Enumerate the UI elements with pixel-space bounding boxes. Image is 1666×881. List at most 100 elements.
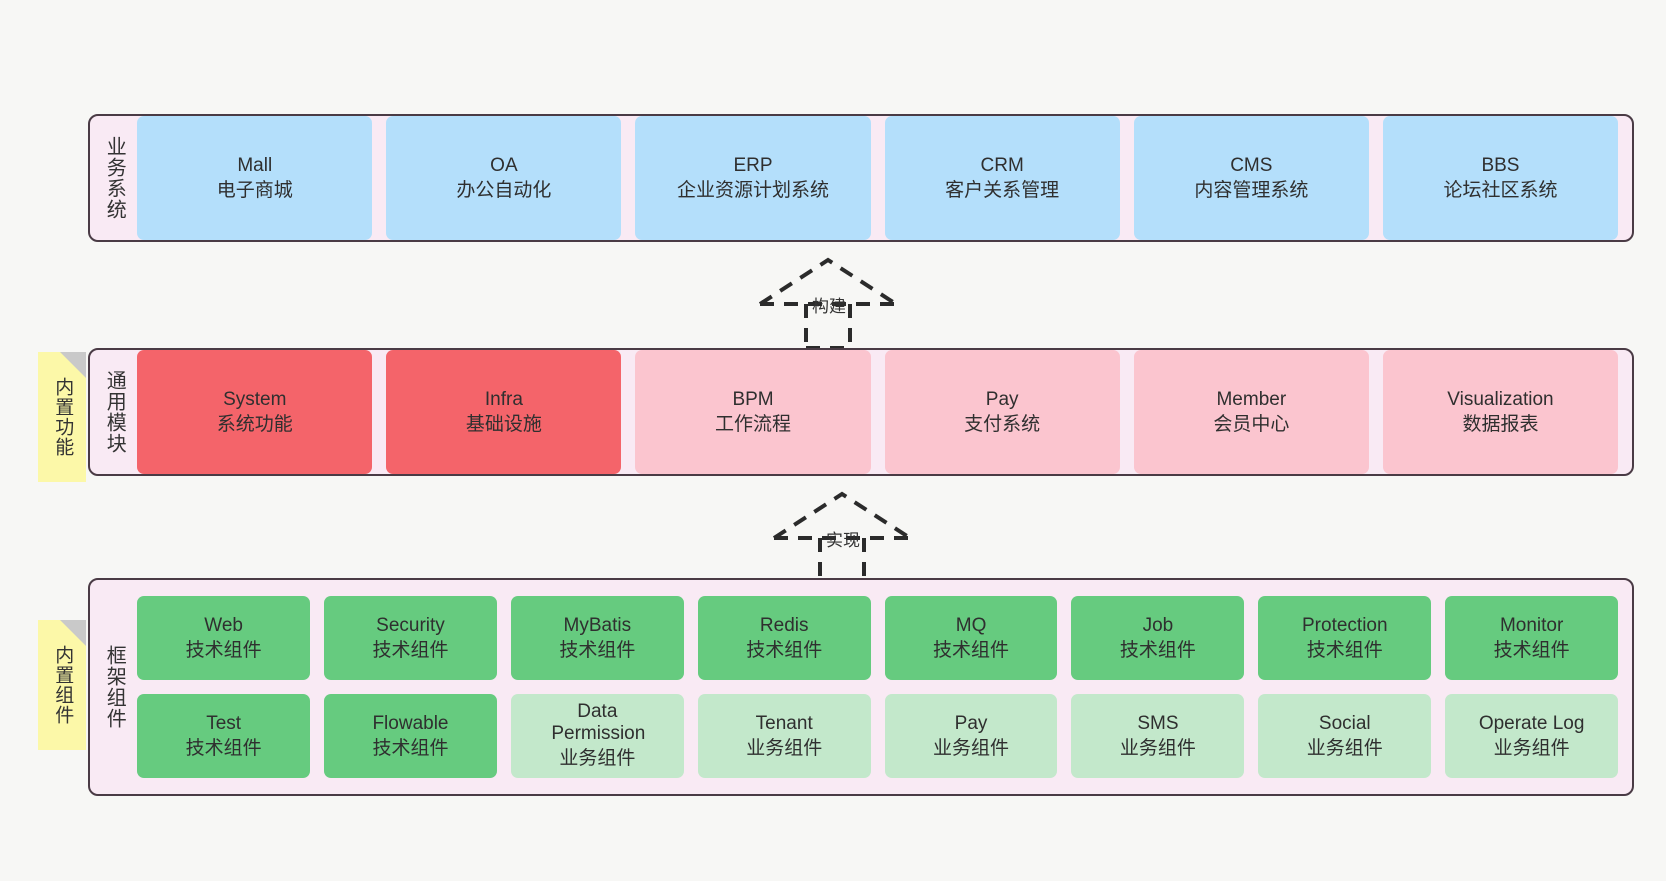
card-title: Social bbox=[1318, 712, 1371, 734]
card-subtitle: 论坛社区系统 bbox=[1443, 180, 1558, 201]
layer-framework-component: 框架组件 Web 技术组件 Security 技术组件 MyBatis 技术组件… bbox=[88, 578, 1634, 796]
card-title: BBS bbox=[1481, 154, 1520, 176]
card-subtitle: 业务组件 bbox=[746, 738, 823, 759]
card-row-framework-tech: Web 技术组件 Security 技术组件 MyBatis 技术组件 Redi… bbox=[137, 596, 1619, 680]
card-title: MyBatis bbox=[563, 614, 632, 636]
card-title: Operate Log bbox=[1478, 712, 1585, 734]
note-builtin-function-text: 内置功能 bbox=[52, 377, 74, 457]
card-title: MQ bbox=[955, 614, 987, 636]
card-subtitle: 技术组件 bbox=[1119, 640, 1196, 661]
card-flowable[interactable]: Flowable 技术组件 bbox=[324, 694, 497, 778]
card-operate-log[interactable]: Operate Log 业务组件 bbox=[1445, 694, 1619, 778]
card-security[interactable]: Security 技术组件 bbox=[324, 596, 497, 680]
card-data-permission[interactable]: Data Permission 业务组件 bbox=[510, 694, 684, 778]
card-subtitle: 数据报表 bbox=[1462, 414, 1539, 435]
card-subtitle: 技术组件 bbox=[372, 640, 449, 661]
card-title: Flowable bbox=[372, 712, 449, 734]
card-subtitle: 电子商城 bbox=[216, 180, 293, 201]
card-subtitle: 技术组件 bbox=[746, 640, 823, 661]
card-subtitle: 技术组件 bbox=[185, 738, 262, 759]
card-subtitle: 技术组件 bbox=[933, 640, 1010, 661]
card-title: Infra bbox=[484, 388, 523, 410]
card-title: ERP bbox=[733, 154, 773, 176]
card-subtitle: 工作流程 bbox=[715, 414, 792, 435]
layer-title-business-system: 业务系统 bbox=[103, 136, 126, 220]
card-pay-component[interactable]: Pay 业务组件 bbox=[884, 694, 1058, 778]
card-row-framework-business: Test 技术组件 Flowable 技术组件 Data Permission … bbox=[137, 694, 1619, 778]
card-mall[interactable]: Mall 电子商城 bbox=[137, 116, 373, 240]
card-title: Protection bbox=[1302, 614, 1388, 636]
card-pay-module[interactable]: Pay 支付系统 bbox=[884, 350, 1120, 474]
card-subtitle: 技术组件 bbox=[559, 640, 636, 661]
card-title: BPM bbox=[732, 388, 774, 410]
card-bbs[interactable]: BBS 论坛社区系统 bbox=[1382, 116, 1619, 240]
card-subtitle: 内容管理系统 bbox=[1194, 180, 1309, 201]
card-title: Test bbox=[206, 712, 242, 734]
card-title: System bbox=[223, 388, 287, 410]
card-job[interactable]: Job 技术组件 bbox=[1071, 596, 1245, 680]
card-title: SMS bbox=[1137, 712, 1179, 734]
card-title: Member bbox=[1216, 388, 1287, 410]
card-title: Tenant bbox=[755, 712, 813, 734]
card-subtitle: 业务组件 bbox=[1119, 738, 1196, 759]
card-redis[interactable]: Redis 技术组件 bbox=[697, 596, 871, 680]
card-subtitle: 企业资源计划系统 bbox=[677, 180, 830, 201]
card-sms[interactable]: SMS 业务组件 bbox=[1071, 694, 1245, 778]
card-subtitle: 技术组件 bbox=[1306, 640, 1383, 661]
card-title: Mall bbox=[237, 154, 273, 176]
card-title: Visualization bbox=[1447, 388, 1554, 410]
card-subtitle: 业务组件 bbox=[559, 748, 636, 770]
card-infra[interactable]: Infra 基础设施 bbox=[386, 350, 622, 474]
card-crm[interactable]: CRM 客户关系管理 bbox=[884, 116, 1120, 240]
card-subtitle: 客户关系管理 bbox=[945, 180, 1060, 201]
card-mq[interactable]: MQ 技术组件 bbox=[884, 596, 1058, 680]
card-subtitle: 会员中心 bbox=[1213, 414, 1290, 435]
card-title: CMS bbox=[1230, 154, 1273, 176]
card-cms[interactable]: CMS 内容管理系统 bbox=[1133, 116, 1369, 240]
layer-common-module: 通用模块 System 系统功能 Infra 基础设施 BPM 工作流程 Pay… bbox=[88, 348, 1634, 476]
card-tenant[interactable]: Tenant 业务组件 bbox=[697, 694, 871, 778]
card-row-common-module: System 系统功能 Infra 基础设施 BPM 工作流程 Pay 支付系统… bbox=[131, 350, 1632, 474]
note-builtin-component: 内置组件 bbox=[38, 620, 86, 750]
card-bpm[interactable]: BPM 工作流程 bbox=[635, 350, 871, 474]
card-subtitle: 办公自动化 bbox=[456, 180, 552, 201]
card-subtitle: 技术组件 bbox=[1493, 640, 1570, 661]
card-visualization[interactable]: Visualization 数据报表 bbox=[1382, 350, 1619, 474]
card-title: Pay bbox=[954, 712, 988, 734]
card-title: Security bbox=[376, 614, 445, 636]
card-subtitle: 业务组件 bbox=[1306, 738, 1383, 759]
layer-business-system: 业务系统 Mall 电子商城 OA 办公自动化 ERP 企业资源计划系统 CRM… bbox=[88, 114, 1634, 242]
card-title: Data Permission bbox=[551, 700, 646, 745]
card-title: Pay bbox=[985, 388, 1019, 410]
card-protection[interactable]: Protection 技术组件 bbox=[1258, 596, 1432, 680]
card-title: Monitor bbox=[1499, 614, 1564, 636]
card-subtitle: 支付系统 bbox=[964, 414, 1041, 435]
card-monitor[interactable]: Monitor 技术组件 bbox=[1445, 596, 1619, 680]
card-row-business-system: Mall 电子商城 OA 办公自动化 ERP 企业资源计划系统 CRM 客户关系… bbox=[131, 116, 1632, 240]
card-title: Job bbox=[1142, 614, 1174, 636]
note-fold-icon bbox=[60, 620, 86, 646]
layer-title-framework-component: 框架组件 bbox=[103, 645, 126, 729]
card-social[interactable]: Social 业务组件 bbox=[1258, 694, 1432, 778]
card-subtitle: 业务组件 bbox=[1493, 738, 1570, 759]
note-builtin-function: 内置功能 bbox=[38, 352, 86, 482]
connector-implement-label: 实现 bbox=[826, 531, 860, 550]
card-subtitle: 系统功能 bbox=[216, 414, 293, 435]
card-system[interactable]: System 系统功能 bbox=[137, 350, 373, 474]
card-test[interactable]: Test 技术组件 bbox=[137, 694, 311, 778]
card-member[interactable]: Member 会员中心 bbox=[1133, 350, 1369, 474]
card-subtitle: 业务组件 bbox=[933, 738, 1010, 759]
framework-rows: Web 技术组件 Security 技术组件 MyBatis 技术组件 Redi… bbox=[131, 580, 1632, 794]
card-subtitle: 技术组件 bbox=[372, 738, 449, 759]
card-title: Web bbox=[204, 614, 243, 636]
card-subtitle: 技术组件 bbox=[185, 640, 262, 661]
card-mybatis[interactable]: MyBatis 技术组件 bbox=[510, 596, 684, 680]
card-web[interactable]: Web 技术组件 bbox=[137, 596, 311, 680]
card-erp[interactable]: ERP 企业资源计划系统 bbox=[635, 116, 871, 240]
card-title: Redis bbox=[759, 614, 809, 636]
card-oa[interactable]: OA 办公自动化 bbox=[386, 116, 622, 240]
card-subtitle: 基础设施 bbox=[465, 414, 542, 435]
card-title: CRM bbox=[980, 154, 1024, 176]
connector-build-label: 构建 bbox=[812, 297, 846, 316]
